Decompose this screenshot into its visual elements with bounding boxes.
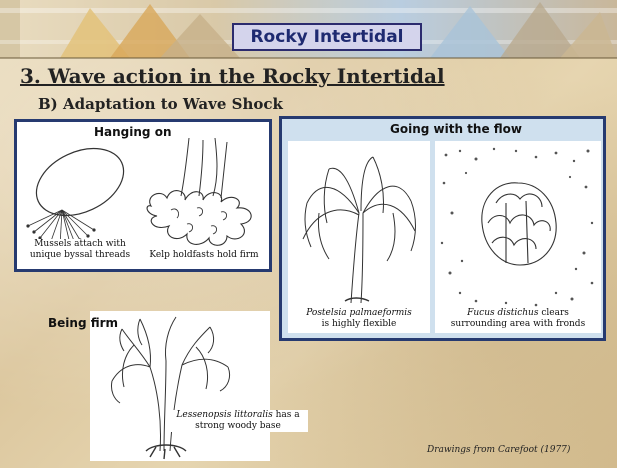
slide-subheading: B) Adaptation to Wave Shock [38, 95, 283, 113]
caption-fucus-species: Fucus distichus [467, 308, 538, 318]
kelp-holdfast-illustration [141, 136, 266, 251]
panel-hanging-on: Hanging on Mussels attach with unique by… [14, 119, 272, 272]
caption-postelsia: Postelsia palmaeformis is highly flexibl… [288, 308, 430, 330]
postelsia-illustration [289, 143, 429, 308]
panel-title-going-with-flow: Going with the flow [390, 122, 522, 136]
caption-fucus-line2: surrounding area with fronds [451, 319, 585, 329]
caption-fucus-rest: clears [538, 308, 568, 318]
caption-lessenopsis-species: Lessenopsis littoralis [176, 410, 272, 420]
fucus-illustration [436, 143, 600, 308]
caption-postelsia-species: Postelsia palmaeformis [306, 308, 412, 318]
caption-mussels-line1: Mussels attach with [34, 239, 126, 249]
caption-mussels: Mussels attach with unique byssal thread… [21, 239, 139, 261]
mussel-illustration [22, 140, 132, 250]
slide-heading: 3. Wave action in the Rocky Intertidal [20, 64, 445, 88]
caption-fucus: Fucus distichus clears surrounding area … [435, 308, 601, 330]
caption-mussels-line2: unique byssal threads [30, 250, 130, 260]
label-being-firm: Being firm [48, 316, 118, 330]
panel-going-with-flow: Going with the flow Postelsia palmaeform… [279, 116, 606, 341]
caption-kelp: Kelp holdfasts hold firm [141, 250, 267, 261]
caption-lessenopsis-rest: has a [273, 410, 300, 420]
lessenopsis-illustration [90, 311, 270, 461]
caption-lessenopsis: Lessenopsis littoralis has a strong wood… [168, 410, 308, 432]
caption-postelsia-rest: is highly flexible [322, 319, 397, 329]
slide-title-box: Rocky Intertidal [232, 23, 422, 51]
drawings-credit: Drawings from Carefoot (1977) [427, 445, 570, 455]
caption-lessenopsis-line2: strong woody base [195, 421, 281, 431]
